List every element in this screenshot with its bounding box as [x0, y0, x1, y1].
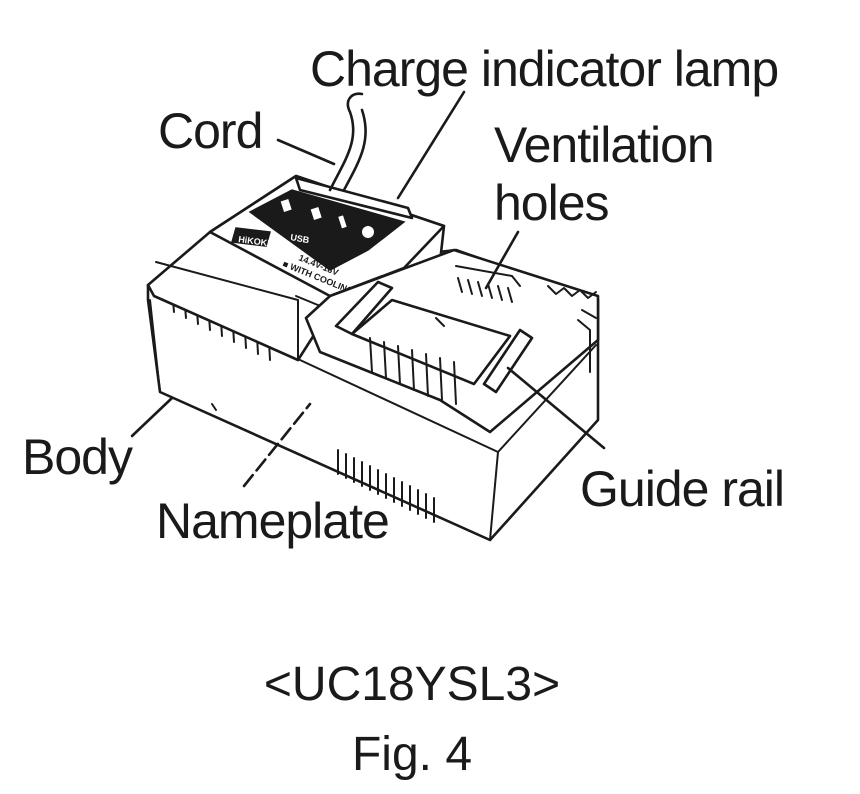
leader-lines: [130, 90, 606, 488]
label-guide-rail: Guide rail: [580, 461, 784, 517]
cord: [328, 92, 364, 192]
usb-text: USB: [290, 232, 311, 245]
label-charge-indicator-lamp: Charge indicator lamp: [310, 41, 778, 97]
guide-rail-left: [334, 280, 394, 336]
figure-number: Fig. 4: [352, 728, 472, 781]
leader-charge-lamp: [396, 90, 466, 200]
brand-text: HiKOKI: [238, 234, 271, 248]
charger-illustration: HiKOKI USB 14.4V-18V ■ WITH COOLING SYST…: [146, 92, 600, 542]
brand-plate: [231, 227, 271, 247]
callouts: Charge indicator lamp Cord Ventilation h…: [22, 41, 785, 549]
rear-serration: [547, 285, 597, 373]
label-ventilation-holes-line1: Ventilation: [494, 117, 714, 173]
leader-ventilation: [484, 230, 520, 290]
guide-rail-right: [482, 328, 534, 394]
label-ventilation-holes-line2: holes: [494, 175, 609, 231]
charge-indicator-lamp: [294, 176, 414, 220]
label-cord: Cord: [158, 103, 262, 159]
battery-slot: [304, 248, 600, 434]
leader-guide-rail: [506, 366, 606, 450]
leader-body: [130, 396, 174, 438]
leader-cord: [276, 138, 336, 166]
panel-icons: [280, 199, 374, 238]
ventilation-holes: [455, 265, 521, 303]
lower-vents: [337, 449, 435, 523]
figure-caption: <UC18YSL3> Fig. 4: [264, 658, 560, 781]
terminal-ribs: [369, 317, 457, 405]
label-body: Body: [22, 429, 133, 485]
model-name: <UC18YSL3>: [264, 658, 560, 711]
leader-nameplate: [242, 402, 312, 488]
label-nameplate: Nameplate: [156, 493, 389, 549]
